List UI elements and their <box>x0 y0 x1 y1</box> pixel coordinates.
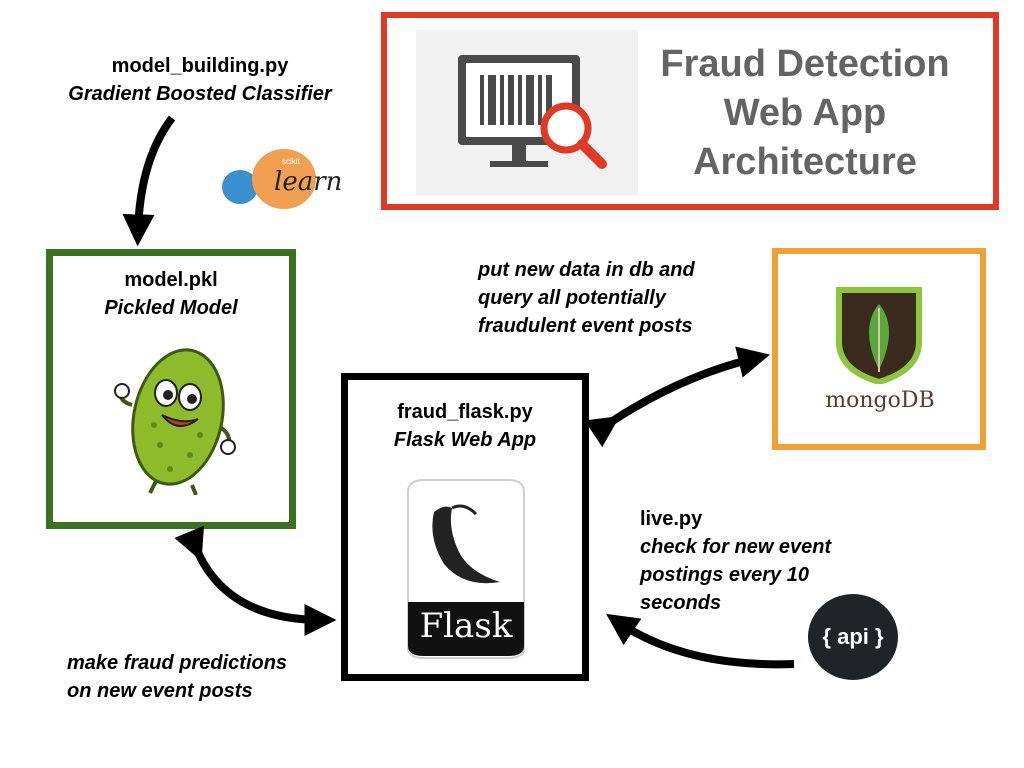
flask-logo-word: Flask <box>419 606 513 646</box>
live-description-line-2: postings every 10 <box>640 564 809 586</box>
arrow-flask-mongodb-bidirectional <box>584 346 771 448</box>
model-pkl-description: Pickled Model <box>104 297 238 319</box>
pickle-mascot-icon <box>110 335 240 496</box>
sklearn-word: learn <box>274 167 343 197</box>
mongodb-box <box>772 248 986 450</box>
predictions-edge-label: make fraud predictions on new event post… <box>67 649 287 705</box>
arrow-api-to-flask <box>606 613 795 669</box>
live-description-line-3: seconds <box>640 592 722 614</box>
live-description-line-1: check for new event <box>640 536 832 558</box>
flask-app-label: fraud_flask.py Flask Web App <box>341 398 589 454</box>
title-box <box>381 12 999 210</box>
model-pkl-label: model.pkl Pickled Model <box>46 266 296 322</box>
diagram-title: Fraud Detection Web App Architecture <box>640 40 970 187</box>
model-pkl-filename: model.pkl <box>124 269 218 291</box>
model-building-filename: model_building.py <box>111 55 289 77</box>
mongodb-edge-line-2: query all potentially <box>478 287 666 309</box>
arrow-pkl-flask-bidirectional <box>174 525 337 636</box>
mongodb-edge-line-3: fraudulent event posts <box>478 315 693 337</box>
api-badge: { api } <box>808 594 898 680</box>
live-label: live.py check for new event postings eve… <box>640 505 831 617</box>
flask-app-box <box>341 373 589 681</box>
title-line-2: Web App <box>723 92 887 134</box>
flask-logo-icon <box>404 478 528 660</box>
model-pkl-box <box>46 249 296 529</box>
flask-app-description: Flask Web App <box>393 429 537 451</box>
mongodb-edge-line-1: put new data in db and <box>478 259 695 281</box>
flask-app-filename: fraud_flask.py <box>397 401 533 423</box>
arrow-model-building-to-pkl <box>122 115 176 247</box>
mongodb-logo-word: mongoDB <box>825 388 935 413</box>
fraud-monitor-icon <box>416 30 638 195</box>
model-building-label: model_building.py Gradient Boosted Class… <box>40 52 360 108</box>
mongodb-leaf-icon <box>833 284 925 386</box>
mongodb-edge-label: put new data in db and query all potenti… <box>478 256 695 340</box>
predictions-edge-line-2: on new event posts <box>67 680 253 702</box>
sklearn-small-text: scikit <box>282 157 300 166</box>
predictions-edge-line-1: make fraud predictions <box>67 652 288 674</box>
title-line-3: Architecture <box>693 141 917 183</box>
model-building-description: Gradient Boosted Classifier <box>68 83 332 105</box>
title-line-1: Fraud Detection <box>660 43 950 85</box>
sklearn-logo: scikit learn <box>218 143 348 213</box>
live-filename: live.py <box>640 508 703 530</box>
